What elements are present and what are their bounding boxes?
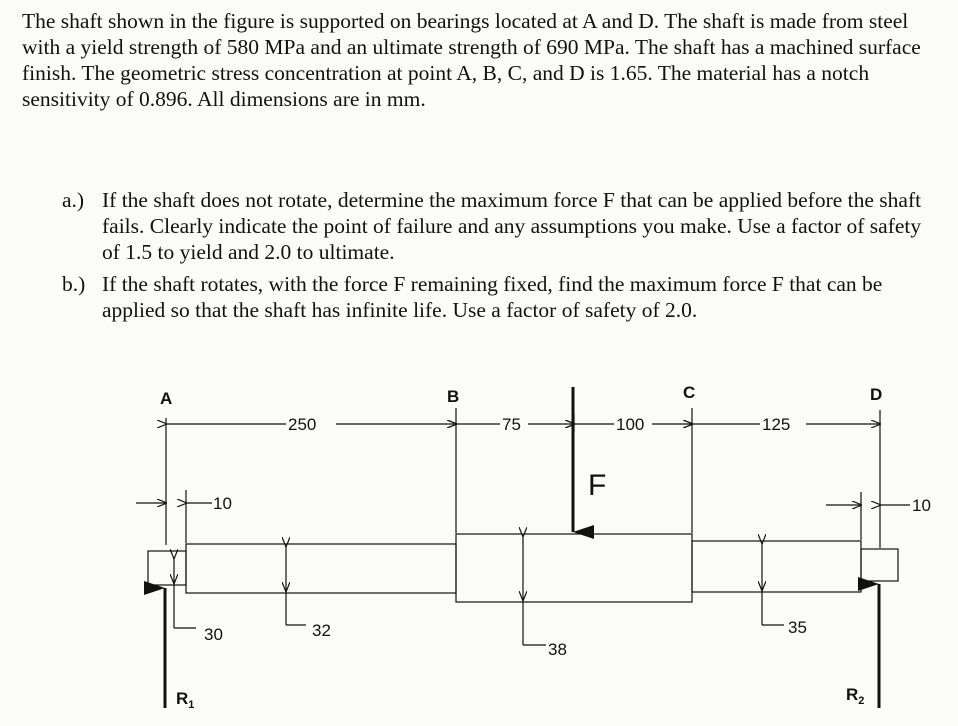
length-ab: 250 bbox=[288, 415, 316, 434]
length-left-shoulder: 10 bbox=[213, 494, 232, 513]
shaft-figure: A B C D 250 75 100 125 10 10 F 30 32 38 … bbox=[136, 383, 931, 711]
reaction-r1-label: R1 bbox=[176, 689, 194, 711]
question-b-text: If the shaft rotates, with the force F r… bbox=[102, 272, 883, 322]
point-b-label: B bbox=[447, 387, 459, 406]
diameter-35: 35 bbox=[788, 618, 807, 637]
length-fc: 100 bbox=[616, 415, 644, 434]
question-a-text: If the shaft does not rotate, determine … bbox=[102, 188, 922, 264]
problem-statement: The shaft shown in the figure is support… bbox=[22, 9, 921, 111]
length-cd: 125 bbox=[762, 415, 790, 434]
bearing-right bbox=[860, 548, 899, 582]
shaft-section-3 bbox=[691, 540, 862, 593]
bearing-left bbox=[147, 550, 187, 586]
length-right-shoulder: 10 bbox=[912, 496, 931, 515]
length-bf: 75 bbox=[502, 415, 521, 434]
diameter-30: 30 bbox=[204, 625, 223, 644]
question-b-label: b.) bbox=[62, 272, 86, 296]
question-a: a.) If the shaft does not rotate, determ… bbox=[62, 187, 942, 265]
point-c-label: C bbox=[683, 383, 695, 402]
shaft-section-2 bbox=[455, 533, 693, 603]
question-a-label: a.) bbox=[62, 188, 85, 212]
force-label: F bbox=[588, 469, 606, 502]
point-a-label: A bbox=[160, 389, 172, 408]
question-b: b.) If the shaft rotates, with the force… bbox=[62, 271, 942, 323]
diameter-32: 32 bbox=[312, 621, 331, 640]
point-d-label: D bbox=[870, 385, 882, 404]
question-list: a.) If the shaft does not rotate, determ… bbox=[62, 187, 942, 329]
diameter-38: 38 bbox=[548, 640, 567, 659]
reaction-r2-label: R2 bbox=[846, 685, 864, 707]
shaft-section-1 bbox=[185, 543, 457, 594]
